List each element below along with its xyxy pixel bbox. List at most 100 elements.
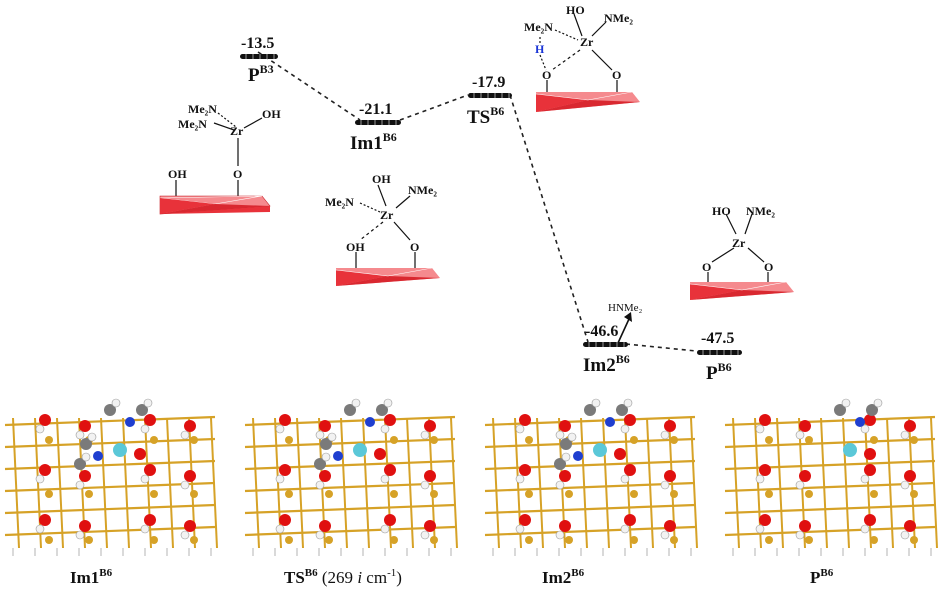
oxygen-atom <box>134 448 146 460</box>
oxygen-atom <box>559 520 571 532</box>
level-bar-pb3 <box>240 54 278 59</box>
carbon-atom <box>584 404 596 416</box>
si-atom <box>285 490 293 498</box>
oxygen-atom <box>519 414 531 426</box>
si-atom <box>525 536 533 544</box>
si-atom <box>190 436 198 444</box>
oxygen-atom <box>79 470 91 482</box>
hydrogen-atom <box>321 452 331 462</box>
si-atom <box>805 536 813 544</box>
oxygen-atom <box>424 520 436 532</box>
si-atom <box>870 436 878 444</box>
hydrogen-atom <box>660 480 670 490</box>
oxygen-atom <box>759 464 771 476</box>
zr-atom <box>353 443 367 457</box>
zr-atom <box>593 443 607 457</box>
level-value-pb3: -13.5 <box>241 35 275 52</box>
oxygen-atom <box>904 520 916 532</box>
ts-transferring-h: H <box>535 42 545 56</box>
si-atom <box>870 536 878 544</box>
hydrogen-atom <box>75 430 85 440</box>
hydrogen-atom <box>620 424 630 434</box>
hydrogen-atom <box>81 452 91 462</box>
im1-nme2: NMe₂ <box>408 183 437 197</box>
nitrogen-atom <box>573 451 583 461</box>
hydrogen-atom <box>420 480 430 490</box>
si-atom <box>765 436 773 444</box>
hydrogen-atom <box>660 430 670 440</box>
nitrogen-atom <box>333 451 343 461</box>
pb6-zr: Zr <box>732 236 746 250</box>
si-atom <box>565 490 573 498</box>
oxygen-atom <box>184 470 196 482</box>
si-atom <box>390 490 398 498</box>
model-panel-2 <box>244 398 458 556</box>
hydrogen-atom <box>327 432 337 442</box>
si-atom <box>870 490 878 498</box>
si-atom <box>765 536 773 544</box>
si-atom <box>190 536 198 544</box>
oxygen-atom <box>624 514 636 526</box>
hydrogen-atom <box>860 474 870 484</box>
carbon-atom <box>376 404 388 416</box>
hydrogen-atom <box>561 452 571 462</box>
si-atom <box>910 436 918 444</box>
ts-nme2: NMe₂ <box>604 11 633 25</box>
si-atom <box>910 490 918 498</box>
surface-slab-ts <box>535 91 640 112</box>
oxygen-atom <box>279 464 291 476</box>
hydrogen-atom <box>515 424 525 434</box>
hydrogen-atom <box>795 530 805 540</box>
oxygen-atom <box>624 414 636 426</box>
level-value-ts: -17.9 <box>472 74 506 91</box>
oxygen-atom <box>384 414 396 426</box>
hydrogen-atom <box>420 530 430 540</box>
hydrogen-atom <box>380 424 390 434</box>
oxygen-atom <box>374 448 386 460</box>
oxygen-atom <box>664 470 676 482</box>
hydrogen-atom <box>75 530 85 540</box>
hydrogen-atom <box>755 474 765 484</box>
level-bar-pb6 <box>697 350 742 355</box>
oxygen-atom <box>384 514 396 526</box>
si-atom <box>150 436 158 444</box>
si-atom <box>630 436 638 444</box>
oxygen-atom <box>39 514 51 526</box>
carbon-atom <box>834 404 846 416</box>
hydrogen-atom <box>860 424 870 434</box>
oxygen-atom <box>144 414 156 426</box>
hydrogen-atom <box>275 424 285 434</box>
hydrogen-atom <box>795 430 805 440</box>
si-atom <box>45 436 53 444</box>
si-atom <box>85 536 93 544</box>
hydrogen-atom <box>660 530 670 540</box>
oxygen-atom <box>799 520 811 532</box>
hydrogen-atom <box>275 474 285 484</box>
si-atom <box>565 536 573 544</box>
oxygen-atom <box>384 464 396 476</box>
pb6-o-left: O <box>702 260 712 274</box>
si-atom <box>525 436 533 444</box>
carbon-atom <box>616 404 628 416</box>
im1-surface-oh: OH <box>346 240 365 254</box>
carbon-atom <box>136 404 148 416</box>
oxygen-atom <box>664 520 676 532</box>
si-atom <box>670 536 678 544</box>
nitrogen-atom <box>855 417 865 427</box>
oxygen-atom <box>319 520 331 532</box>
released-amine-label: HNMe₂ <box>608 302 643 314</box>
carbon-atom <box>560 438 572 450</box>
level-label-im2: Im2B6 <box>583 352 630 376</box>
im1-zr: Zr <box>380 208 394 222</box>
hydrogen-atom <box>383 398 393 408</box>
hydrogen-atom <box>755 424 765 434</box>
caption-pb6: PB6 <box>810 567 834 587</box>
hydrogen-atom <box>555 430 565 440</box>
hydrogen-atom <box>87 432 97 442</box>
oxygen-atom <box>799 470 811 482</box>
carbon-atom <box>80 438 92 450</box>
oxygen-atom <box>184 520 196 532</box>
hydrogen-atom <box>900 530 910 540</box>
